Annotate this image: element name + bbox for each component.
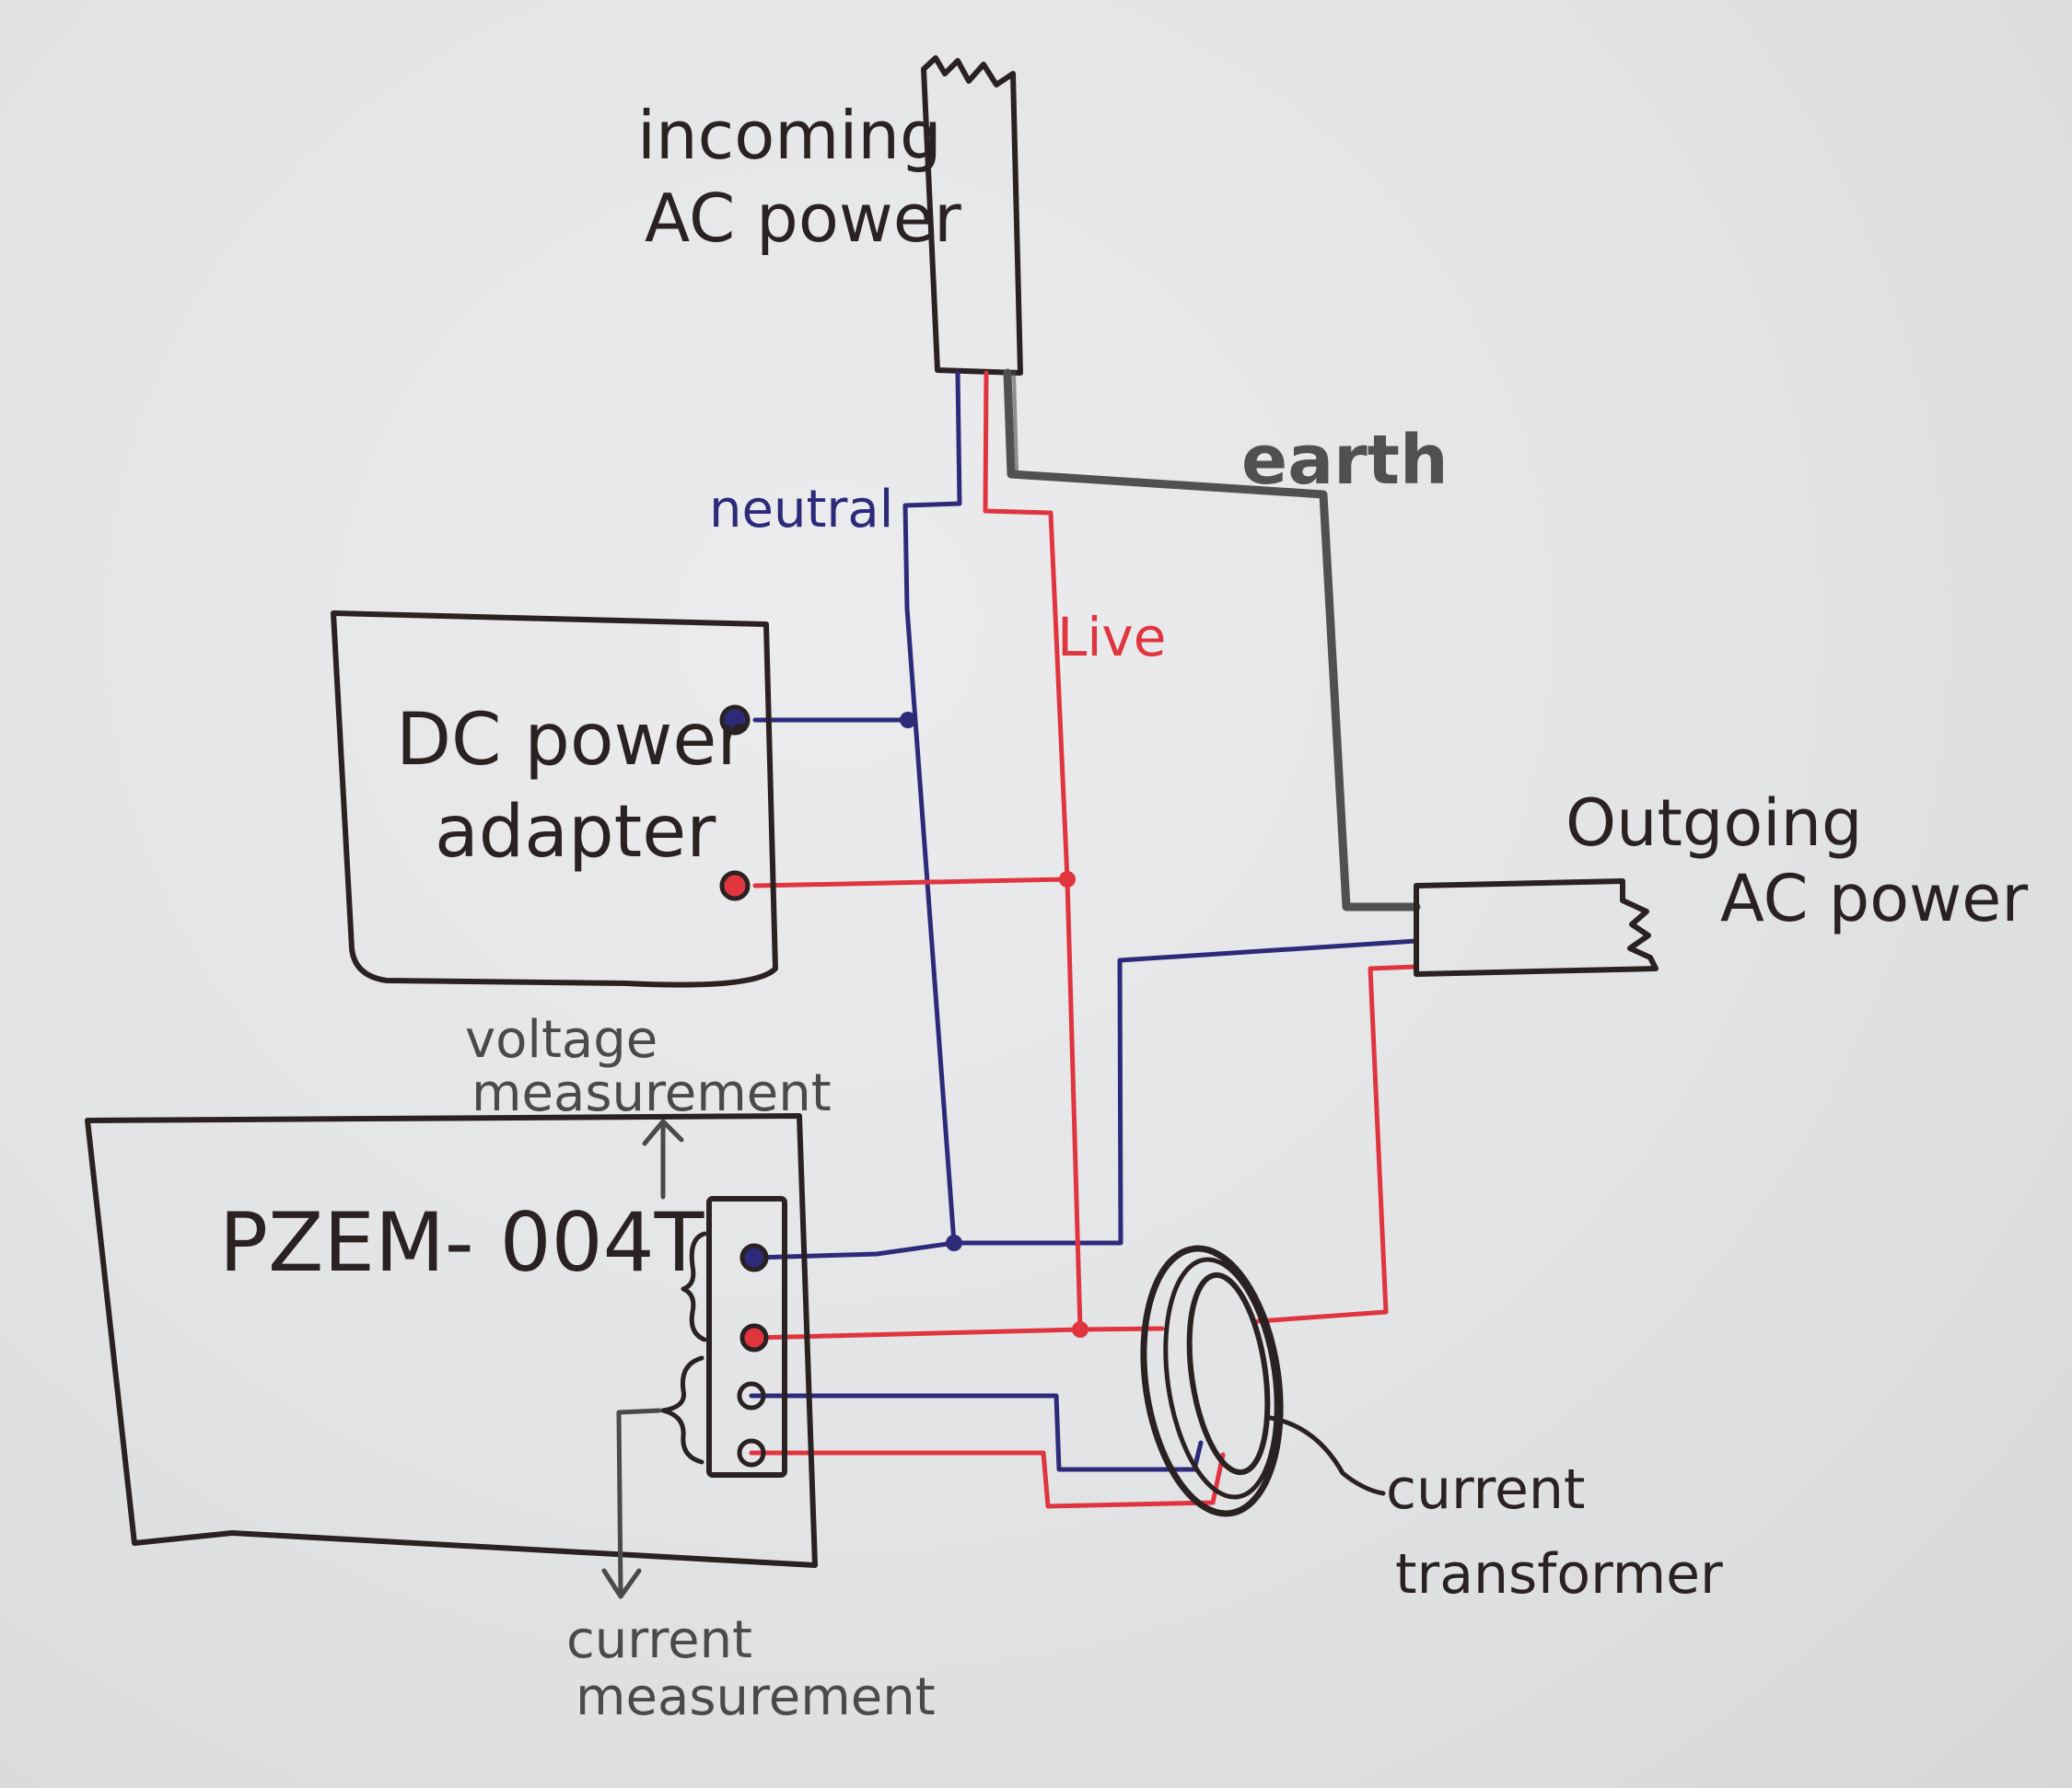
incoming-label-line1: incoming bbox=[637, 97, 942, 174]
junction-neutral-dc bbox=[900, 712, 916, 728]
outgoing-label-line2: AC power bbox=[1720, 861, 2028, 936]
pzem-label: PZEM- 004T bbox=[219, 1195, 705, 1290]
current-arrow-head bbox=[601, 1568, 642, 1599]
current-arrow-line bbox=[616, 1408, 662, 1596]
neutral-wire-main bbox=[902, 370, 962, 1246]
voltage-label-line1: voltage bbox=[465, 1010, 658, 1070]
brace-voltage bbox=[681, 1231, 707, 1342]
pzem-terminal-1 bbox=[739, 1243, 769, 1272]
voltage-arrow-head bbox=[642, 1119, 684, 1146]
earth-label: earth bbox=[1241, 421, 1449, 500]
voltage-label-line2: measurement bbox=[471, 1063, 832, 1123]
current-measurement-label-line1: current bbox=[566, 1610, 752, 1670]
incoming-label-line2: AC power bbox=[645, 180, 961, 257]
ct-inner-ring bbox=[1186, 1271, 1271, 1476]
pzem-terminal-2 bbox=[739, 1323, 769, 1353]
brace-current bbox=[660, 1355, 704, 1465]
pzem-terminal-4 bbox=[737, 1438, 766, 1468]
junction-live-dc bbox=[1059, 871, 1076, 888]
pzem-module bbox=[85, 1113, 818, 1568]
dc-adapter-outline bbox=[331, 610, 778, 988]
live-to-pzem bbox=[751, 1326, 1165, 1341]
ct-label-line1: current bbox=[1386, 1457, 1585, 1522]
live-wire-main bbox=[983, 370, 1083, 1332]
junction-live-pzem bbox=[1072, 1321, 1088, 1338]
pzem-terminal-3 bbox=[737, 1381, 766, 1411]
junction-neutral-pzem bbox=[946, 1235, 962, 1251]
current-transformer bbox=[1140, 1245, 1284, 1517]
earth-wire-highlight bbox=[1012, 371, 1019, 471]
incoming-plug-body bbox=[921, 55, 1023, 376]
ct-middle-ring bbox=[1163, 1257, 1279, 1500]
dc-adapter-label-line2: adapter bbox=[435, 791, 716, 874]
pzem-terminal-block bbox=[706, 1196, 787, 1478]
current-measurement-label-line2: measurement bbox=[576, 1667, 936, 1727]
neutral-ct-secondary bbox=[749, 1393, 1204, 1472]
neutral-label: neutral bbox=[709, 480, 893, 540]
live-branch-dc bbox=[752, 877, 1070, 888]
incoming-plug bbox=[921, 55, 1023, 376]
outgoing-socket-body bbox=[1414, 878, 1659, 977]
live-ct-secondary bbox=[749, 1450, 1226, 1509]
dc-adapter-label-line1: DC power bbox=[396, 699, 747, 782]
live-label: Live bbox=[1057, 606, 1166, 668]
live-through-ct bbox=[1255, 964, 1419, 1324]
dc-terminal-neutral bbox=[719, 704, 751, 736]
dc-terminal-live bbox=[719, 870, 751, 901]
ct-label-line2: transformer bbox=[1395, 1542, 1723, 1607]
outgoing-socket bbox=[1414, 878, 1659, 977]
ct-outer-ring bbox=[1140, 1245, 1284, 1517]
earth-wire bbox=[1003, 368, 1421, 911]
ct-pointer-line bbox=[1268, 1415, 1386, 1496]
neutral-to-pzem bbox=[751, 938, 1419, 1260]
dc-power-adapter bbox=[331, 610, 778, 988]
pzem-outline bbox=[85, 1113, 818, 1568]
outgoing-label-line1: Outgoing bbox=[1566, 785, 1862, 861]
